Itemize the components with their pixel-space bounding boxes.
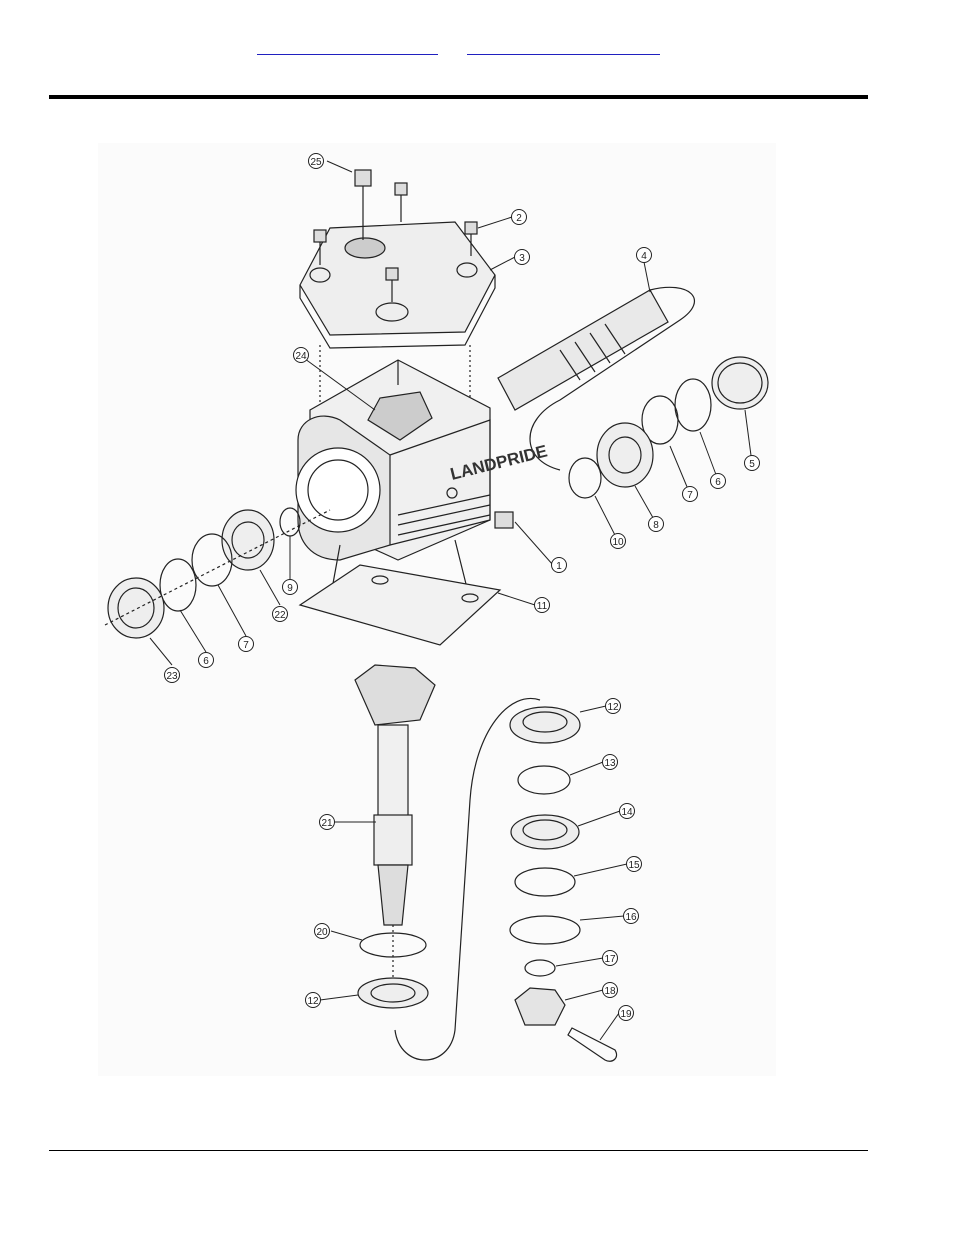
- header-link-right[interactable]: [467, 40, 660, 55]
- callout-9-label: 9: [287, 583, 293, 594]
- callout-19-label: 19: [620, 1009, 632, 1020]
- callout-24-label: 24: [295, 351, 307, 362]
- left-bearing-stack-shape: [105, 508, 330, 638]
- callout-13-label: 13: [604, 758, 616, 769]
- exploded-parts-diagram: LANDPRIDE: [98, 143, 776, 1076]
- callout-5-label: 5: [749, 459, 755, 470]
- callout-11-label: 11: [537, 601, 548, 612]
- callout-7b-label: 7: [243, 640, 249, 651]
- callout-12b-label: 12: [307, 996, 319, 1007]
- callout-2-label: 2: [516, 213, 522, 224]
- callout-3-label: 3: [519, 253, 525, 264]
- callout-22-label: 22: [274, 610, 286, 621]
- header-rule: [49, 95, 868, 99]
- callout-12a-label: 12: [607, 702, 619, 713]
- callout-7a-label: 7: [687, 490, 693, 501]
- right-bearing-stack-shape: [569, 357, 768, 498]
- header-link-left[interactable]: [257, 40, 438, 55]
- callout-23-label: 23: [166, 671, 178, 682]
- callout-25-label: 25: [310, 157, 322, 168]
- right-output-stack-shape: [510, 707, 617, 1061]
- callout-14-label: 14: [621, 807, 633, 818]
- callout-16-label: 16: [625, 912, 637, 923]
- callout-4-label: 4: [641, 251, 647, 262]
- callout-17-label: 17: [604, 954, 616, 965]
- top-cover-shape: [300, 222, 495, 348]
- callout-15-label: 15: [628, 860, 640, 871]
- footer-rule: [49, 1150, 868, 1151]
- callout-6b-label: 6: [203, 656, 209, 667]
- gearbox-diagram-svg: LANDPRIDE: [98, 143, 776, 1076]
- callout-18-label: 18: [604, 986, 616, 997]
- callout-1-label: 1: [556, 561, 562, 572]
- callout-8-label: 8: [653, 520, 659, 531]
- callout-6a-label: 6: [715, 477, 721, 488]
- callout-10-label: 10: [612, 537, 624, 548]
- callout-20-label: 20: [316, 927, 328, 938]
- callout-21-label: 21: [321, 818, 333, 829]
- breather-plug-shape: [495, 512, 513, 528]
